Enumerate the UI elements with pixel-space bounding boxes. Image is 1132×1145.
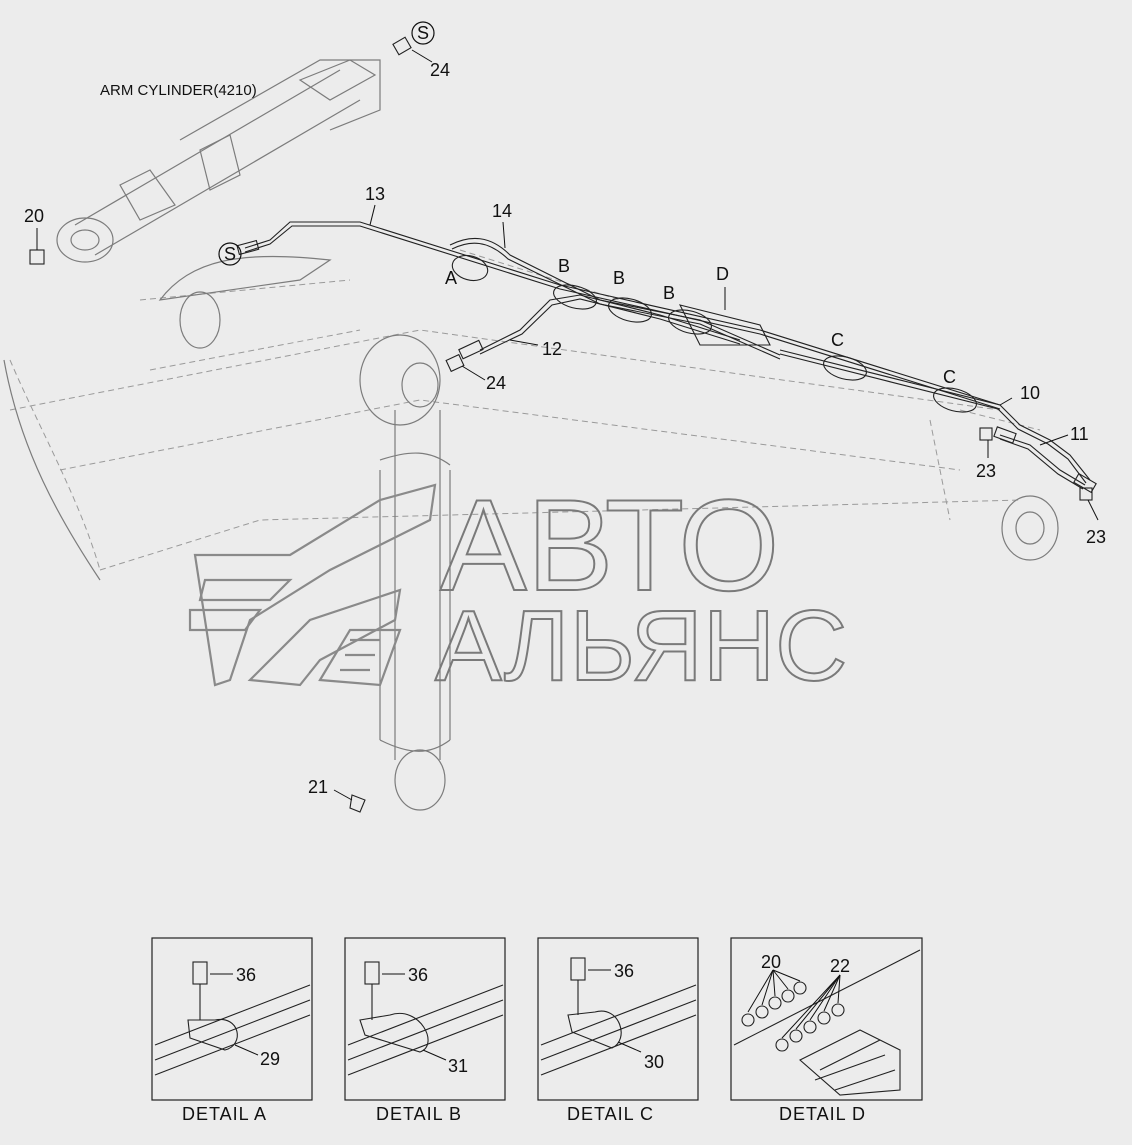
callout-23-right: 23 [1086, 527, 1106, 547]
leader-lines [36, 49, 1099, 801]
detail-b-label: DETAIL B [376, 1104, 462, 1124]
detail-c-callout-36: 36 [614, 961, 634, 981]
s-mark-top: S [411, 21, 435, 45]
callout-14: 14 [492, 201, 512, 221]
callout-21: 21 [308, 777, 328, 797]
mark-d: D [716, 264, 729, 284]
callout-23-left: 23 [976, 461, 996, 481]
arm-cylinder-title: ARM CYLINDER(4210) [100, 82, 257, 99]
callout-12: 12 [542, 339, 562, 359]
detail-c-callout-30: 30 [644, 1052, 664, 1072]
watermark-line1: АВТО [440, 472, 779, 618]
detail-a-callout-36: 36 [236, 965, 256, 985]
mark-c-2: C [943, 367, 956, 387]
detail-d: 20 22 [730, 937, 923, 1101]
detail-a-label: DETAIL A [182, 1104, 267, 1124]
pipe-11 [993, 426, 1097, 494]
s-mark-top-label: S [417, 23, 429, 43]
mark-b-2: B [613, 268, 625, 288]
clamp-markers [451, 254, 977, 413]
mark-b-3: B [663, 283, 675, 303]
detail-a-callout-29: 29 [260, 1049, 280, 1069]
mark-a: A [445, 268, 457, 288]
watermark-logo: АВТО АЛЬЯНС [188, 471, 848, 703]
detail-a: 36 29 [151, 937, 313, 1101]
boom-cylinder [359, 334, 451, 811]
detail-b-callout-31: 31 [448, 1056, 468, 1076]
callout-10: 10 [1020, 383, 1040, 403]
mark-c-1: C [831, 330, 844, 350]
callout-11: 11 [1070, 424, 1089, 444]
detail-c-label: DETAIL C [567, 1104, 654, 1124]
callout-24-mid: 24 [486, 373, 506, 393]
callout-24-top: 24 [430, 60, 450, 80]
detail-d-callout-22: 22 [830, 956, 850, 976]
watermark-line2: АЛЬЯНС [435, 590, 847, 702]
detail-c: 36 30 [537, 937, 699, 1101]
detail-b-callout-36: 36 [408, 965, 428, 985]
fittings [29, 36, 1093, 813]
callout-20: 20 [24, 206, 44, 226]
pipe-13 [236, 221, 1001, 410]
mark-b-1: B [558, 256, 570, 276]
arm-cylinder [56, 59, 381, 263]
detail-d-callout-20: 20 [761, 952, 781, 972]
detail-b: 36 31 [344, 937, 506, 1101]
s-mark-left-label: S [224, 244, 236, 264]
pipe-12 [458, 294, 741, 360]
pipe-10 [779, 349, 1091, 484]
detail-d-label: DETAIL D [779, 1104, 866, 1124]
s-mark-left: S [218, 242, 242, 266]
callout-13: 13 [365, 184, 385, 204]
